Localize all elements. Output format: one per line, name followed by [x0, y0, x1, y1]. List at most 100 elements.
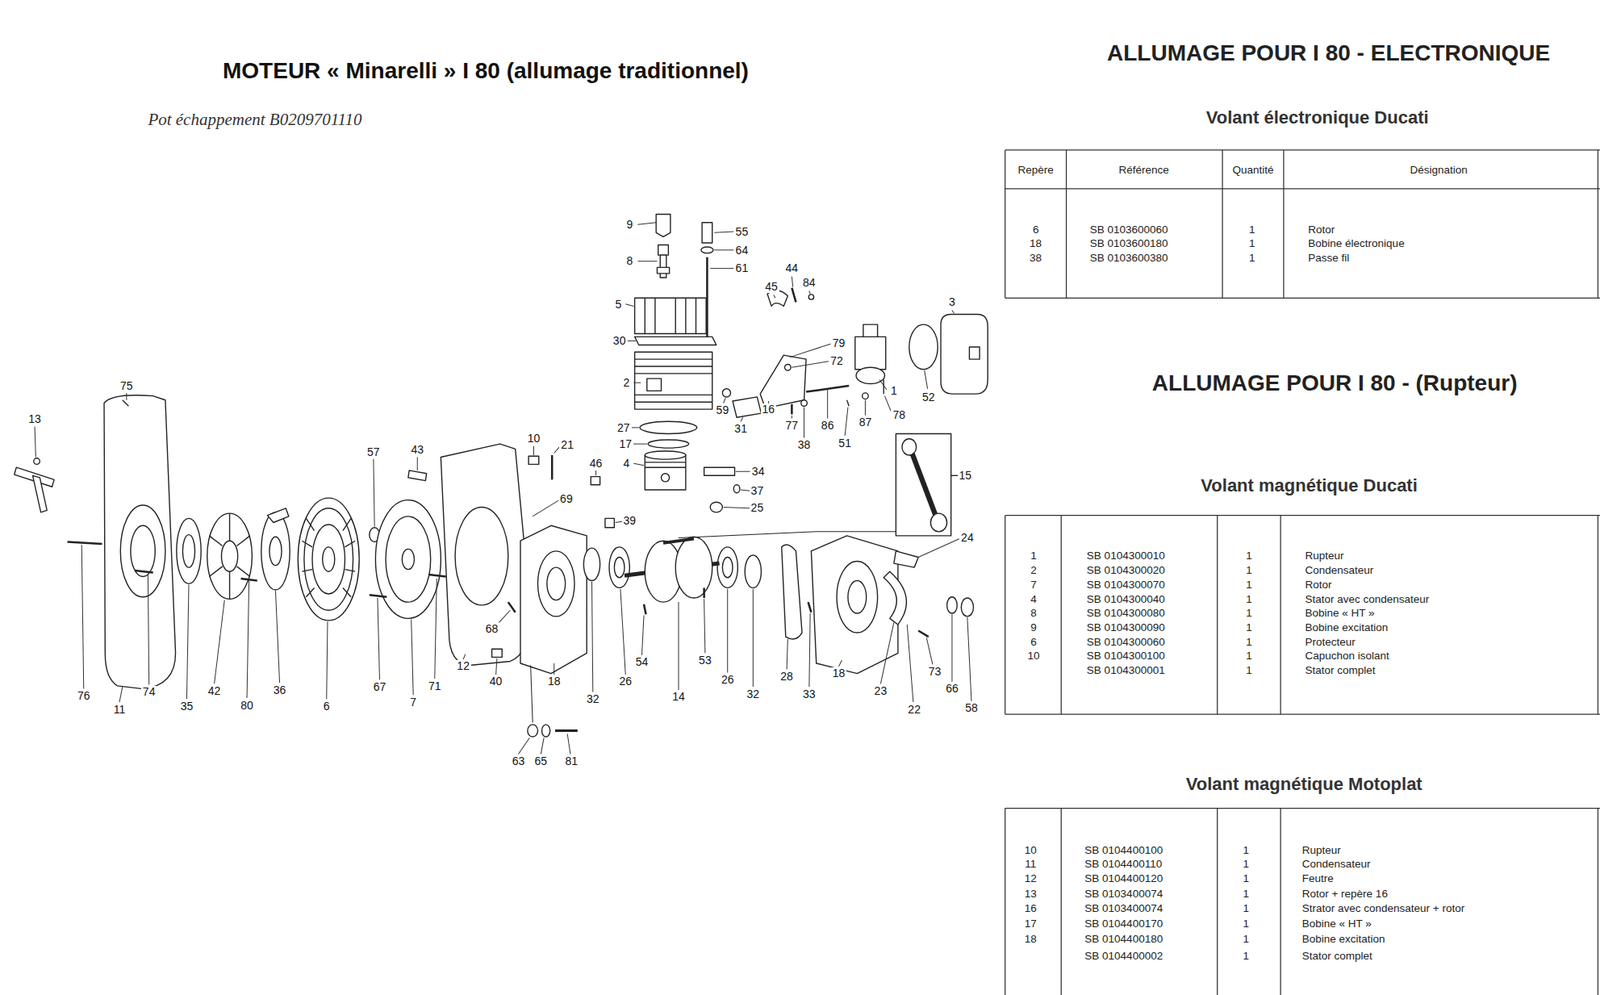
table-cell: Bobine excitation	[1305, 621, 1389, 635]
leader-lines-part	[637, 222, 656, 226]
fan-plate-part	[221, 540, 238, 572]
connecting-rod-box-part	[910, 451, 937, 519]
callout-number: 77	[784, 419, 801, 432]
cylinder	[634, 336, 717, 410]
callout-number: 24	[959, 531, 976, 544]
table-cell: SB 0103600380	[1090, 251, 1169, 265]
cylinder-part	[634, 336, 717, 345]
left-crankcase-part	[542, 724, 551, 737]
table-cell: 18	[1024, 932, 1037, 946]
middle-cover-part	[528, 455, 539, 464]
piston-part	[661, 473, 670, 482]
callout-number: 65	[532, 755, 549, 768]
table-cell: SB 0104300040	[1086, 593, 1166, 606]
cylinder-head-part	[654, 297, 656, 334]
table-rules-part	[1005, 514, 1600, 516]
middle-cover-part	[590, 476, 600, 485]
table-cell: 1	[1245, 593, 1253, 606]
callout-number: 75	[118, 380, 135, 393]
table-cell: 1	[1245, 563, 1253, 577]
table-cell: Stator complet	[1305, 664, 1376, 677]
crankshaft-part	[675, 536, 713, 598]
right-crankcase-part	[781, 544, 803, 640]
intake-parts-part	[722, 388, 731, 397]
table-cell: 16	[1024, 902, 1037, 915]
leader-lines-part	[34, 426, 36, 458]
support-plate-part	[261, 512, 290, 590]
table-rules-part	[1061, 515, 1062, 715]
left-cover-part	[120, 505, 166, 598]
table-cell: Passe fil	[1307, 251, 1350, 265]
callout-number: 34	[750, 465, 767, 478]
table-cell: 1	[1242, 872, 1250, 886]
table-cell: SB 0104300080	[1086, 606, 1166, 620]
piston-part	[647, 439, 690, 448]
table-title: Volant magnétique Ducati	[1200, 475, 1418, 496]
callout-number: 26	[719, 673, 736, 686]
leader-lines-part	[879, 379, 887, 390]
flywheel-part	[428, 574, 446, 577]
leader-lines-part	[704, 598, 706, 653]
callout-number: 59	[714, 404, 732, 417]
carburettor-part	[940, 314, 988, 395]
fan-rotor-part	[342, 587, 351, 597]
spark-plug-part	[660, 254, 667, 278]
table-cell: SB 0104400002	[1084, 949, 1163, 963]
bearings-seals-part	[744, 555, 761, 588]
table-cell: 1	[1242, 932, 1250, 946]
table-cell: 1	[1030, 549, 1037, 563]
callout-number: 33	[801, 688, 818, 701]
piston-part	[733, 484, 740, 493]
table-rules-part	[1004, 515, 1006, 715]
flywheel-part	[369, 594, 387, 598]
leader-lines-part	[533, 446, 535, 456]
callout-number: 61	[734, 262, 751, 275]
middle-cover-part	[440, 443, 531, 665]
table-cell: SB 0103400074	[1084, 902, 1163, 915]
bearings-seals-part	[609, 547, 630, 589]
middle-cover-part	[551, 455, 554, 480]
left-crankcase-part	[537, 551, 575, 617]
connecting-rod-box-part	[895, 433, 951, 535]
callout-number: 6	[321, 700, 332, 713]
starter-pulley-part	[182, 534, 195, 568]
leader-lines-part	[791, 361, 829, 368]
leader-lines-part	[803, 407, 805, 439]
carburettor-part	[863, 324, 878, 337]
callout-number: 36	[271, 684, 289, 697]
table-cell: 1	[1242, 917, 1250, 931]
leader-lines-part	[81, 544, 84, 689]
table-cell: SB 0104300001	[1086, 664, 1166, 677]
intake-parts-part	[785, 363, 792, 371]
leader-lines-part	[726, 589, 728, 673]
table-cell: 13	[1024, 887, 1037, 901]
fan-plate-part	[236, 535, 250, 547]
callout-number: 32	[584, 693, 602, 706]
leader-lines-part	[498, 609, 510, 623]
leader-lines-part	[326, 621, 328, 699]
leader-lines-part	[463, 654, 466, 660]
left-cover	[67, 395, 176, 690]
table-cell: Feutre	[1302, 872, 1334, 886]
table-cell: Strator avec condensateur + rotor	[1302, 902, 1466, 915]
table-cell: 12	[1024, 872, 1037, 886]
table-cell: Condensateur	[1302, 857, 1371, 871]
leader-lines-part	[641, 615, 644, 656]
table-cell: 1	[1242, 949, 1250, 963]
leader-lines-part	[723, 397, 727, 403]
leader-lines-part	[714, 231, 734, 233]
callout-number: 66	[944, 682, 961, 695]
leader-lines-part	[951, 614, 953, 681]
callout-number: 74	[141, 685, 158, 698]
callout-number: 9	[624, 218, 635, 231]
leader-lines-part	[275, 590, 280, 683]
callout-number: 31	[732, 422, 749, 435]
table-cell: 1	[1245, 578, 1253, 592]
table-cell: Stator complet	[1302, 949, 1373, 963]
left-crankcase-part	[492, 648, 503, 657]
cylinder-head-part	[695, 297, 697, 334]
callout-number: 67	[371, 680, 389, 694]
table-cell: 9	[1030, 621, 1037, 635]
leader-lines-part	[125, 392, 127, 401]
